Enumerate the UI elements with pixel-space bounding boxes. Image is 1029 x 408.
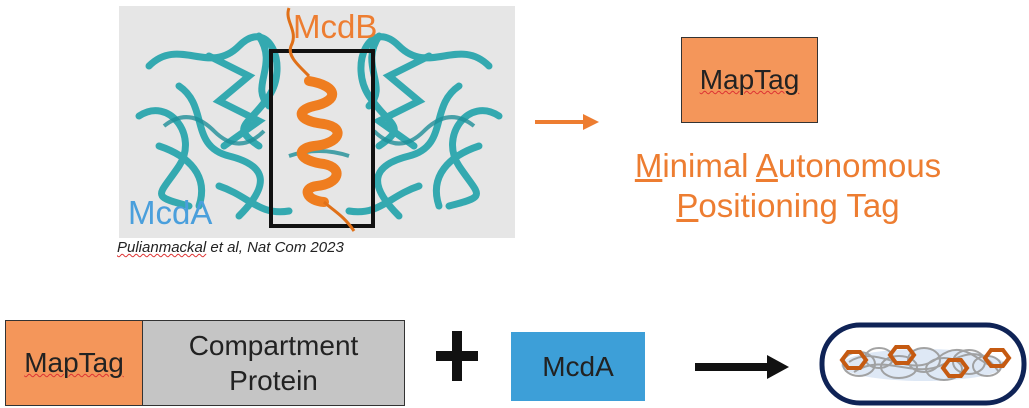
acronym-initial-p: P: [676, 187, 699, 224]
acronym-text-positioning-tag: ositioning Tag: [698, 187, 900, 224]
protein-ribbon-drawing: [135, 7, 503, 232]
acronym-text-utonomous: utonomous: [777, 147, 942, 184]
citation-rest: et al, Nat Com 2023: [206, 239, 344, 256]
mcdb-label: McdB: [293, 8, 378, 45]
hexagon-icon-1: [839, 350, 869, 370]
cell-illustration: [819, 322, 1027, 406]
compartment-label: Compartment: [188, 330, 359, 361]
protein-label: Protein: [229, 365, 318, 396]
construct-maptag: MapTag: [6, 321, 143, 405]
mcda-box: McdA: [511, 332, 645, 401]
construct-maptag-label: MapTag: [24, 347, 124, 378]
acronym-line-1: Minimal Autonomous: [568, 146, 1008, 186]
orange-arrow: [535, 114, 599, 130]
acronym-initial-m: M: [634, 147, 663, 184]
citation: Pulianmackal et al, Nat Com 2023: [117, 239, 344, 256]
protein-structure-image: [119, 6, 515, 238]
maptag-box-label: MapTag: [699, 64, 800, 95]
plus-icon: +: [436, 331, 478, 381]
maptag-box: MapTag: [681, 37, 818, 123]
acronym-line-2: Positioning Tag: [568, 186, 1008, 226]
hexagon-icon-3: [940, 358, 970, 378]
acronym-text-inimal: inimal: [662, 147, 756, 184]
hexagon-icon-2: [887, 345, 917, 365]
acronym-initial-a: A: [755, 147, 778, 184]
black-arrow: [695, 355, 789, 379]
hexagon-icon-4: [982, 348, 1012, 368]
mcda-structure-label: McdA: [128, 194, 213, 231]
citation-author: Pulianmackal: [117, 239, 207, 256]
